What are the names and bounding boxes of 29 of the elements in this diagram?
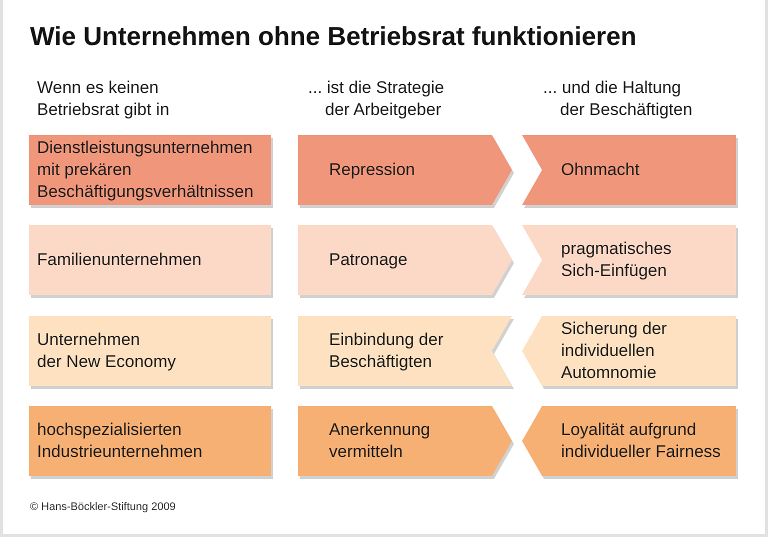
category-box [29,225,274,298]
column-header: Wenn es keinen Betriebsrat gibt in [37,77,170,121]
attitude-text: Ohnmacht [561,159,640,181]
right-arrow-shape [298,135,515,208]
left-arrow-shape [522,406,739,479]
company-type-text: Familienunternehmen [37,249,202,271]
left-arrow-shape [522,316,739,389]
strategy-text: Patronage [329,249,408,271]
notched-arrow-shape [522,225,739,298]
diagram-title: Wie Unternehmen ohne Betriebsrat funktionieren [30,21,637,51]
copyright-note: © Hans-Böckler-Stiftung 2009 [30,500,176,514]
right-arrow-shape [298,225,515,298]
company-type-text: Dienstleistungsunternehmen mit prekären Beschäftigungsverhältnissen [37,137,254,203]
company-type-text: hochspezialisierten Industrieunternehmen [37,419,204,463]
category-box [29,406,274,479]
strategy-text: Repression [329,159,415,181]
right-arrow-shape [298,406,515,479]
column-header: ... ist die Strategie der Arbeitgeber [308,77,446,121]
notched-arrow-shape [298,316,515,389]
company-type-text: Unternehmen der New Economy [37,329,176,373]
strategy-text: Einbindung der Beschäftigten [329,329,444,373]
category-box [29,135,274,208]
notched-arrow-shape [522,135,739,208]
category-box [29,316,274,389]
attitude-text: Sicherung der individuellen Automnomie [561,318,668,384]
column-header: ... und die Haltung der Beschäftigten [543,77,694,121]
attitude-text: Loyalität aufgrund individueller Fairness [561,419,722,463]
attitude-text: pragmatisches Sich-Einfügen [561,238,673,282]
strategy-text: Anerkennung vermitteln [329,419,432,463]
